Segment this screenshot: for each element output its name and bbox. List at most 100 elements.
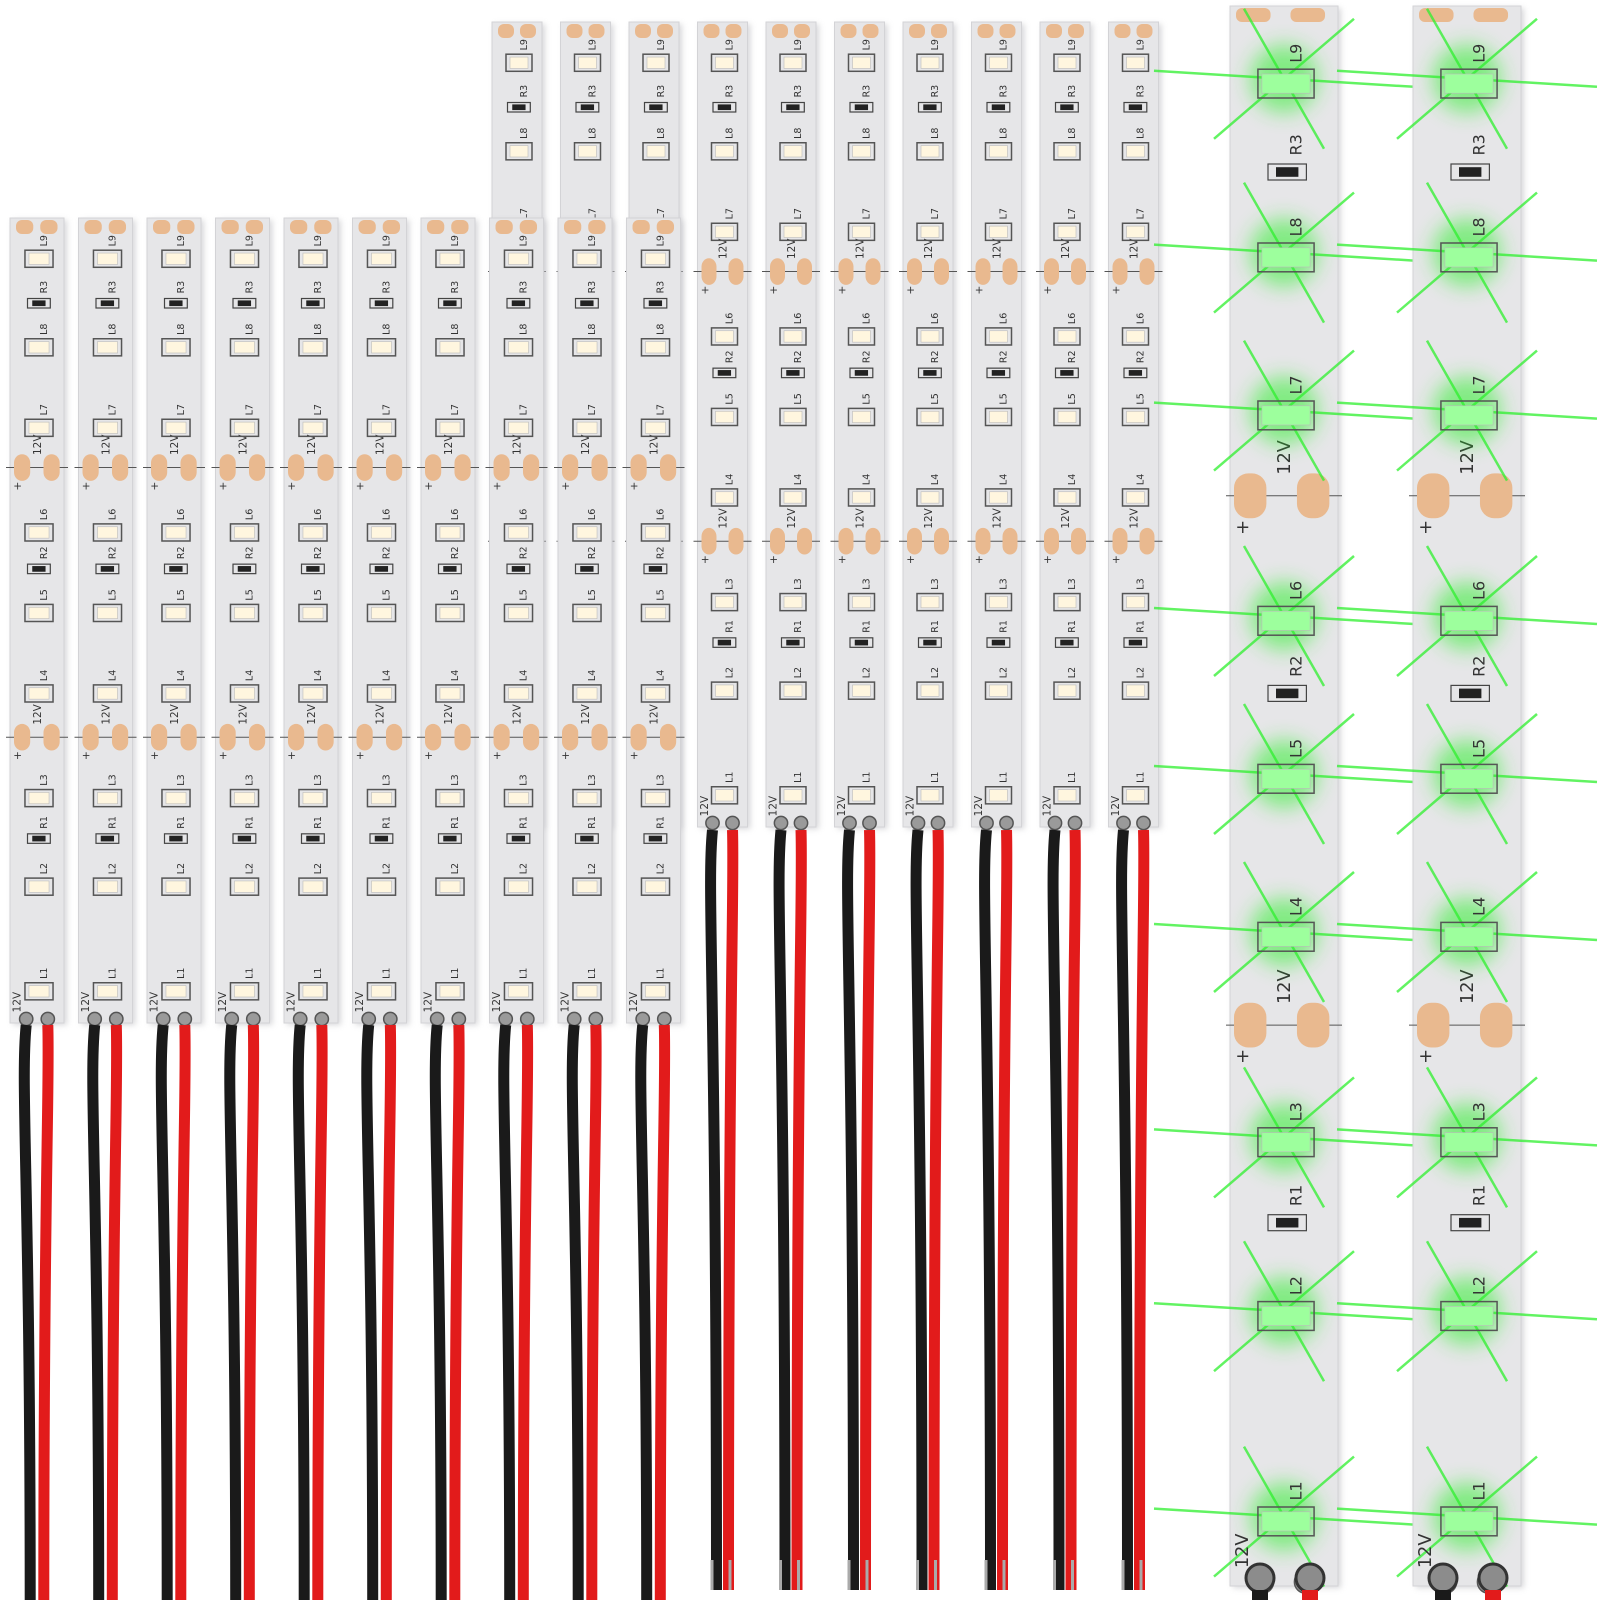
led-chip [852,684,871,697]
led-chip [97,421,118,434]
led-outline [1440,1127,1498,1158]
led-outline [1257,605,1315,636]
lit-green-strips: 12V+12V+L9L8L7L6L5L4L3L2L1R3R2R112V12V+1… [1153,5,1598,1600]
led-label: L8 [382,324,393,335]
led-outline [366,418,397,438]
led-chip [371,606,392,619]
solder-pad [728,527,744,555]
resistor-label: R1 [245,816,256,829]
led-label: L3 [999,578,1010,589]
led-label: L9 [176,235,187,246]
resistor-outline [232,563,257,575]
led-outline [984,327,1013,346]
led-outline [1257,1300,1315,1332]
resistor-chip [991,370,1006,376]
resistor-chip [786,104,800,111]
led-chip [1126,145,1145,158]
led-chip [1261,1306,1311,1326]
led-chip [576,792,598,805]
led-label: L4 [587,670,598,681]
led-chip [920,410,940,423]
led-chip [439,341,461,354]
led-chip [234,687,255,700]
led-outline [161,877,191,896]
led-label: L6 [313,509,324,520]
led-outline [779,488,807,507]
led-label: L9 [519,235,530,246]
led-label: L8 [656,324,667,335]
led-label: L9 [1067,39,1078,50]
led-outline [1440,1300,1498,1332]
led-chip [234,252,255,265]
resistor-chip [100,835,115,842]
led-label: L7 [450,404,461,415]
led-label: L9 [450,235,461,246]
resistor-chip [237,566,252,572]
solder-pad [520,24,536,38]
led-chip [852,491,871,504]
led-outline [229,684,260,703]
resistor-chip [1060,104,1074,111]
led-chip [508,687,529,700]
led-chip [576,341,598,354]
led-label: L4 [656,670,667,681]
led-outline [640,877,671,896]
solder-pad [358,220,376,234]
resistor-chip [306,835,320,842]
led-outline [161,418,191,438]
led-label: L9 [587,235,598,246]
led-outline [1053,488,1081,507]
resistor-chip [1128,370,1143,376]
resistor-chip [100,566,115,572]
led-outline [503,249,534,269]
solder-pad [1046,24,1062,38]
resistor-outline [506,101,531,113]
led-label: L7 [587,404,598,415]
voltage-label: 12V [649,703,661,724]
plus-mark: + [906,554,915,566]
resistor-label: R2 [176,546,187,559]
voltage-label: 12V [512,434,524,455]
solder-pad [725,24,742,38]
resistor-chip [443,566,457,572]
led-label: L4 [725,474,736,485]
led-outline [710,681,739,700]
resistor-label: R3 [999,85,1010,98]
led-chip [1057,684,1077,697]
wire-tip [1002,1560,1006,1590]
wire-tip [779,1560,782,1590]
solder-pad [907,258,922,285]
light-ray [1425,1445,1469,1518]
led-outline [779,222,807,242]
resistor-outline [986,367,1011,379]
voltage-label: 12V [836,795,848,816]
solder-pad [797,258,812,285]
led-label: L9 [656,235,667,246]
resistor-label: R1 [313,816,324,829]
red-wire [1134,829,1150,1591]
led-chip [1057,596,1077,609]
solder-pad [1068,24,1084,38]
led-label: L3 [793,578,804,589]
led-outline [1257,242,1315,273]
led-label: L6 [450,509,461,520]
led-chip [920,684,940,697]
voltage-label: 12V [101,703,113,724]
voltage-label: 12V [973,795,985,816]
red-wire [38,1024,54,1600]
resistor-chip [169,835,183,842]
led-label: L4 [108,670,119,681]
red-wire [1485,1590,1501,1600]
led-chip [920,789,940,802]
resistor-label: R1 [108,816,119,829]
led-chip [371,985,392,998]
led-label: L3 [656,774,667,785]
led-outline [984,407,1013,427]
led-chip [920,145,940,158]
led-outline [572,603,602,623]
solder-pad [43,723,60,751]
led-label: L8 [519,128,530,139]
led-chip [1444,405,1494,426]
voltage-label: 12V [375,434,387,455]
